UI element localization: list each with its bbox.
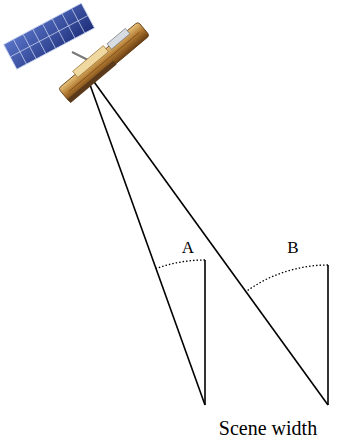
satellite [4, 3, 151, 103]
angle-arc [156, 260, 205, 269]
vertical-line [204, 260, 206, 405]
view-line [84, 68, 328, 405]
dimension-label: Scene width [219, 417, 317, 439]
view-line [84, 68, 205, 405]
vertical-line [327, 265, 329, 405]
angle-label: B [287, 239, 298, 258]
angle-arc [246, 265, 328, 292]
angle-label: A [182, 239, 194, 258]
